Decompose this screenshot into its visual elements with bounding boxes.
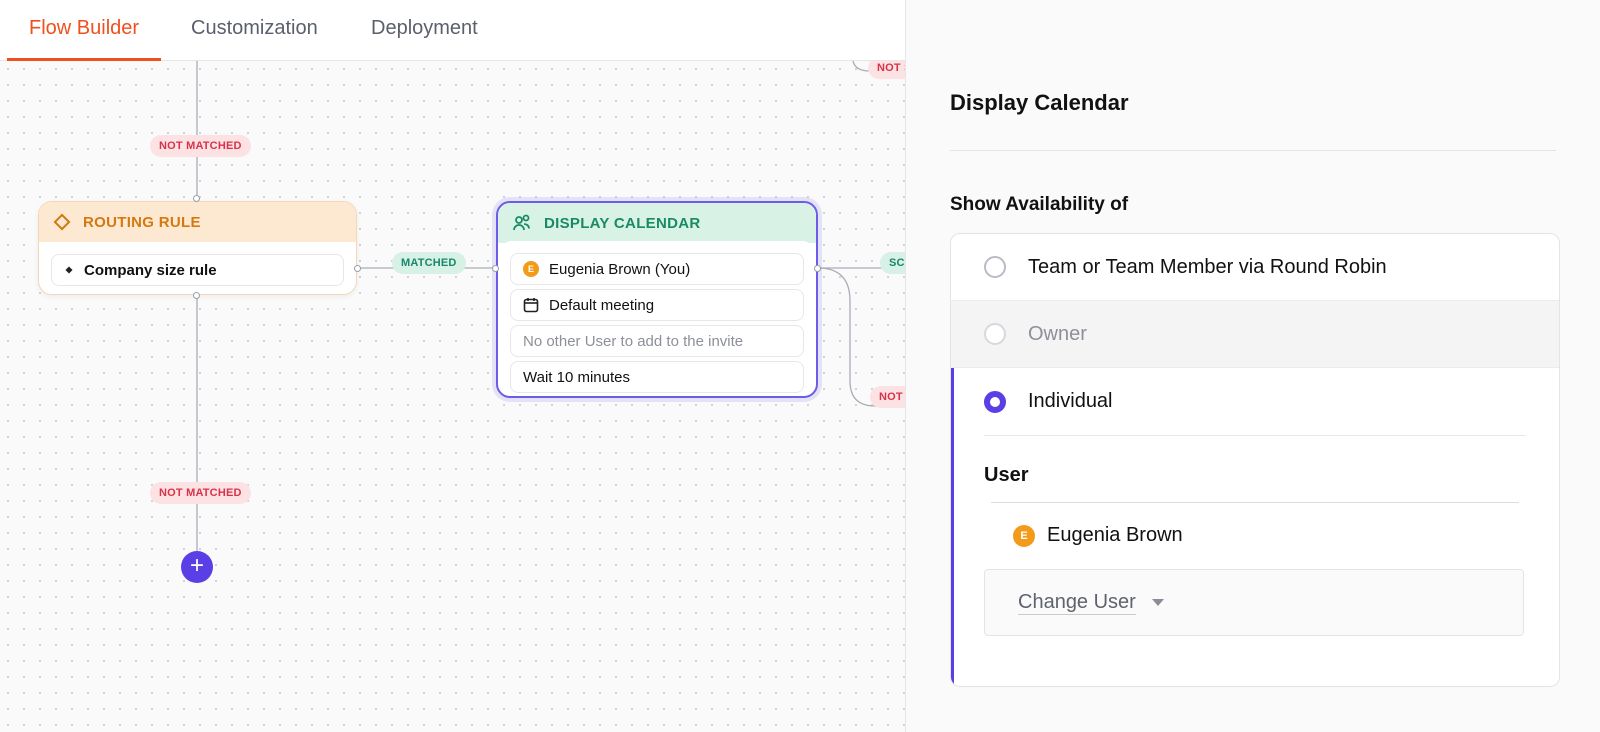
- change-user-label: Change User: [1018, 591, 1136, 615]
- individual-divider: [984, 435, 1526, 436]
- display-calendar-body: E Eugenia Brown (You) Default meeting No…: [498, 241, 816, 396]
- company-size-rule-row[interactable]: Company size rule: [51, 254, 344, 286]
- option-owner[interactable]: Owner: [951, 301, 1559, 368]
- invite-placeholder: No other User to add to the invite: [523, 332, 744, 350]
- invite-users-row[interactable]: No other User to add to the invite: [510, 325, 804, 357]
- routing-rule-title: ROUTING RULE: [83, 213, 201, 231]
- option-round-robin[interactable]: Team or Team Member via Round Robin: [951, 234, 1559, 301]
- tab-deployment[interactable]: Deployment: [371, 0, 478, 61]
- routing-out-port-bottom[interactable]: [193, 292, 200, 299]
- selected-option-indicator: [951, 368, 954, 686]
- tab-customization[interactable]: Customization: [191, 0, 318, 61]
- calendar-user-label: Eugenia Brown (You): [549, 260, 691, 278]
- not-matched-badge-bottom: NOT MATCHED: [150, 482, 251, 504]
- add-step-button[interactable]: +: [181, 551, 213, 583]
- routing-out-port-right[interactable]: [354, 265, 361, 272]
- selected-user: E Eugenia Brown: [1013, 524, 1183, 547]
- selected-user-avatar: E: [1013, 524, 1035, 547]
- meeting-type-label: Default meeting: [549, 296, 655, 314]
- availability-section-label: Show Availability of: [950, 194, 1129, 215]
- calendar-icon: [523, 297, 539, 313]
- radio-round-robin[interactable]: [984, 256, 1006, 278]
- tab-flow-builder-label: Flow Builder: [29, 17, 140, 39]
- user-avatar: E: [523, 261, 539, 277]
- display-calendar-header: DISPLAY CALENDAR: [498, 203, 816, 243]
- calendar-user-row[interactable]: E Eugenia Brown (You): [510, 253, 804, 285]
- not-matched-badge-top: NOT MATCHED: [150, 135, 251, 157]
- routing-rule-node[interactable]: ROUTING RULE Company size rule: [38, 201, 357, 295]
- user-field-label: User: [984, 464, 1029, 486]
- matched-badge: MATCHED: [392, 252, 466, 274]
- radio-individual[interactable]: [984, 390, 1006, 413]
- selected-user-name: Eugenia Brown: [1047, 524, 1183, 546]
- top-tab-bar: Flow Builder Customization Deployment: [0, 0, 905, 61]
- tab-flow-builder[interactable]: Flow Builder: [7, 0, 162, 61]
- partial-not-badge-top: NOT S: [868, 61, 905, 79]
- display-calendar-title: DISPLAY CALENDAR: [544, 214, 701, 232]
- calendar-out-port[interactable]: [814, 265, 821, 272]
- calendar-in-port[interactable]: [492, 265, 499, 272]
- availability-options-card: Team or Team Member via Round Robin Owne…: [950, 233, 1560, 687]
- meeting-type-row[interactable]: Default meeting: [510, 289, 804, 321]
- company-size-rule-label: Company size rule: [84, 261, 217, 279]
- routing-rule-header: ROUTING RULE: [39, 202, 356, 242]
- routing-in-port[interactable]: [193, 195, 200, 202]
- user-divider: [991, 502, 1519, 503]
- diamond-icon: [53, 213, 71, 231]
- routing-rule-body: Company size rule: [39, 242, 356, 294]
- users-icon: [513, 214, 530, 231]
- flow-canvas[interactable]: NOT MATCHED NOT MATCHED MATCHED SC NOT S…: [0, 61, 905, 732]
- radio-owner[interactable]: [984, 323, 1006, 345]
- change-user-dropdown[interactable]: Change User: [984, 569, 1524, 636]
- settings-panel: Display Calendar Show Availability of Te…: [905, 0, 1600, 732]
- option-individual[interactable]: Individual: [951, 368, 1559, 435]
- display-calendar-node[interactable]: DISPLAY CALENDAR E Eugenia Brown (You) D…: [496, 201, 818, 398]
- connector-not-matched-right: [817, 267, 905, 407]
- option-round-robin-label: Team or Team Member via Round Robin: [1028, 255, 1387, 278]
- panel-divider: [950, 150, 1556, 151]
- connector-top-right: [852, 61, 871, 72]
- partial-not-badge-bottom: NOT S: [870, 386, 905, 408]
- panel-title: Display Calendar: [950, 90, 1129, 115]
- bullet-diamond-icon: [64, 265, 74, 275]
- tab-customization-label: Customization: [191, 17, 318, 39]
- tab-deployment-label: Deployment: [371, 17, 478, 39]
- chevron-down-icon: [1151, 599, 1164, 606]
- option-individual-label: Individual: [1028, 390, 1113, 412]
- active-tab-indicator: [7, 58, 162, 61]
- wait-time-label: Wait 10 minutes: [523, 368, 630, 386]
- wait-time-row[interactable]: Wait 10 minutes: [510, 361, 804, 393]
- partial-badge-right: SC: [880, 252, 905, 274]
- option-owner-label: Owner: [1028, 322, 1087, 345]
